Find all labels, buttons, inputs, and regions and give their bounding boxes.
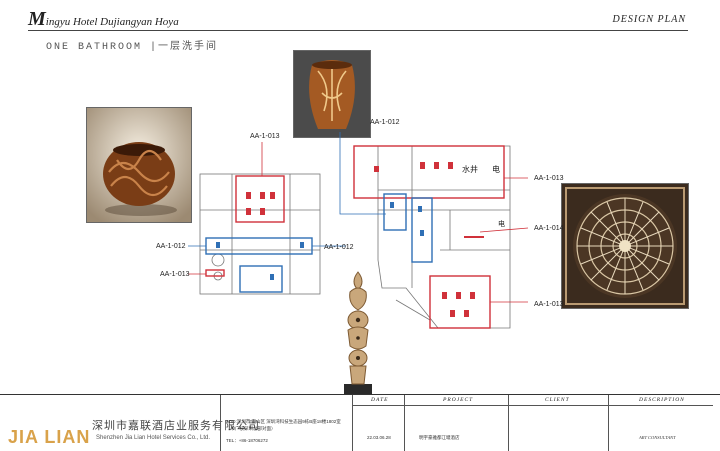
- electrical-room-label: 电: [492, 164, 500, 174]
- callout-aa-1-012-center: AA-1-012: [324, 244, 354, 251]
- callout-aa-1-012-top: AA-1-012: [370, 119, 400, 126]
- electrical-room-label-2: 电: [498, 219, 505, 228]
- design-plan-label: DESIGN PLAN: [612, 14, 686, 25]
- carved-bowl-image: [86, 107, 192, 223]
- hotel-brand: Mingyu Hotel Dujiangyan Hoya: [28, 8, 179, 30]
- callout-aa-1-013-left: AA-1-013: [160, 271, 190, 278]
- description-label: DESCRIPTION: [639, 397, 685, 403]
- project-value: 明宇豪雅都江堰酒店: [419, 435, 460, 440]
- company-logo: JIA LIAN: [8, 427, 91, 447]
- header-divider: [28, 30, 688, 31]
- floor-plan: 水井 电 电 AA-1-013 AA-1-012 AA-1-012 AA-1-0…: [156, 119, 564, 329]
- blue-leader-lines: [188, 132, 386, 247]
- callout-aa-1-013-right: AA-1-013: [534, 175, 564, 182]
- callout-aa-1-012-left: AA-1-012: [156, 243, 186, 250]
- description-cell: DESCRIPTION ART CONSULTANT: [608, 395, 713, 451]
- carved-totem-image: [336, 268, 380, 396]
- callout-aa-1-014-right: AA-1-014: [534, 225, 564, 232]
- description-value: ART CONSULTANT: [639, 435, 676, 440]
- section-title: ONE BATHROOM |一层洗手间: [46, 42, 219, 53]
- company-name-cn: 深圳市嘉联酒店业服务有限公司: [92, 420, 260, 432]
- red-leader-lines: [188, 142, 529, 303]
- project-label: PROJECT: [443, 397, 474, 403]
- water-shaft-label: 水井: [462, 164, 478, 174]
- client-label: CLIENT: [545, 397, 570, 403]
- company-address: ADD:深圳市 南山区 深圳湾科技生态园9栋B座18楼1802室（中广核深圳总部…: [226, 419, 341, 431]
- red-zone-left: [205, 175, 285, 277]
- date-cell: DATE 22.03.06.28: [352, 395, 405, 451]
- address-cell: [220, 395, 353, 451]
- company-phone: TEL：+86-18706272: [226, 438, 268, 443]
- date-value: 22.03.06.28: [367, 435, 391, 440]
- blue-zone-right: [383, 193, 433, 263]
- company-name-en: Shenzhen Jia Lian Hotel Services Co., Lt…: [96, 435, 211, 441]
- callout-aa-1-013-bottom-right: AA-1-013: [534, 301, 564, 308]
- callout-aa-1-013-top-left: AA-1-013: [250, 133, 280, 140]
- red-toilet-markers-left: [246, 192, 275, 215]
- title-block: JIA LIAN 深圳市嘉联酒店业服务有限公司 Shenzhen Jia Lia…: [0, 394, 720, 451]
- project-cell: PROJECT 明宇豪雅都江堰酒店: [404, 395, 509, 451]
- blue-basin-markers-right: [390, 202, 424, 236]
- client-cell: CLIENT: [508, 395, 609, 451]
- blue-basin-markers-left: [216, 242, 304, 280]
- red-toilet-markers-right: [374, 162, 484, 317]
- mandala-panel-image: [561, 183, 689, 309]
- date-label: DATE: [371, 397, 389, 403]
- carved-vase-image: [293, 50, 371, 138]
